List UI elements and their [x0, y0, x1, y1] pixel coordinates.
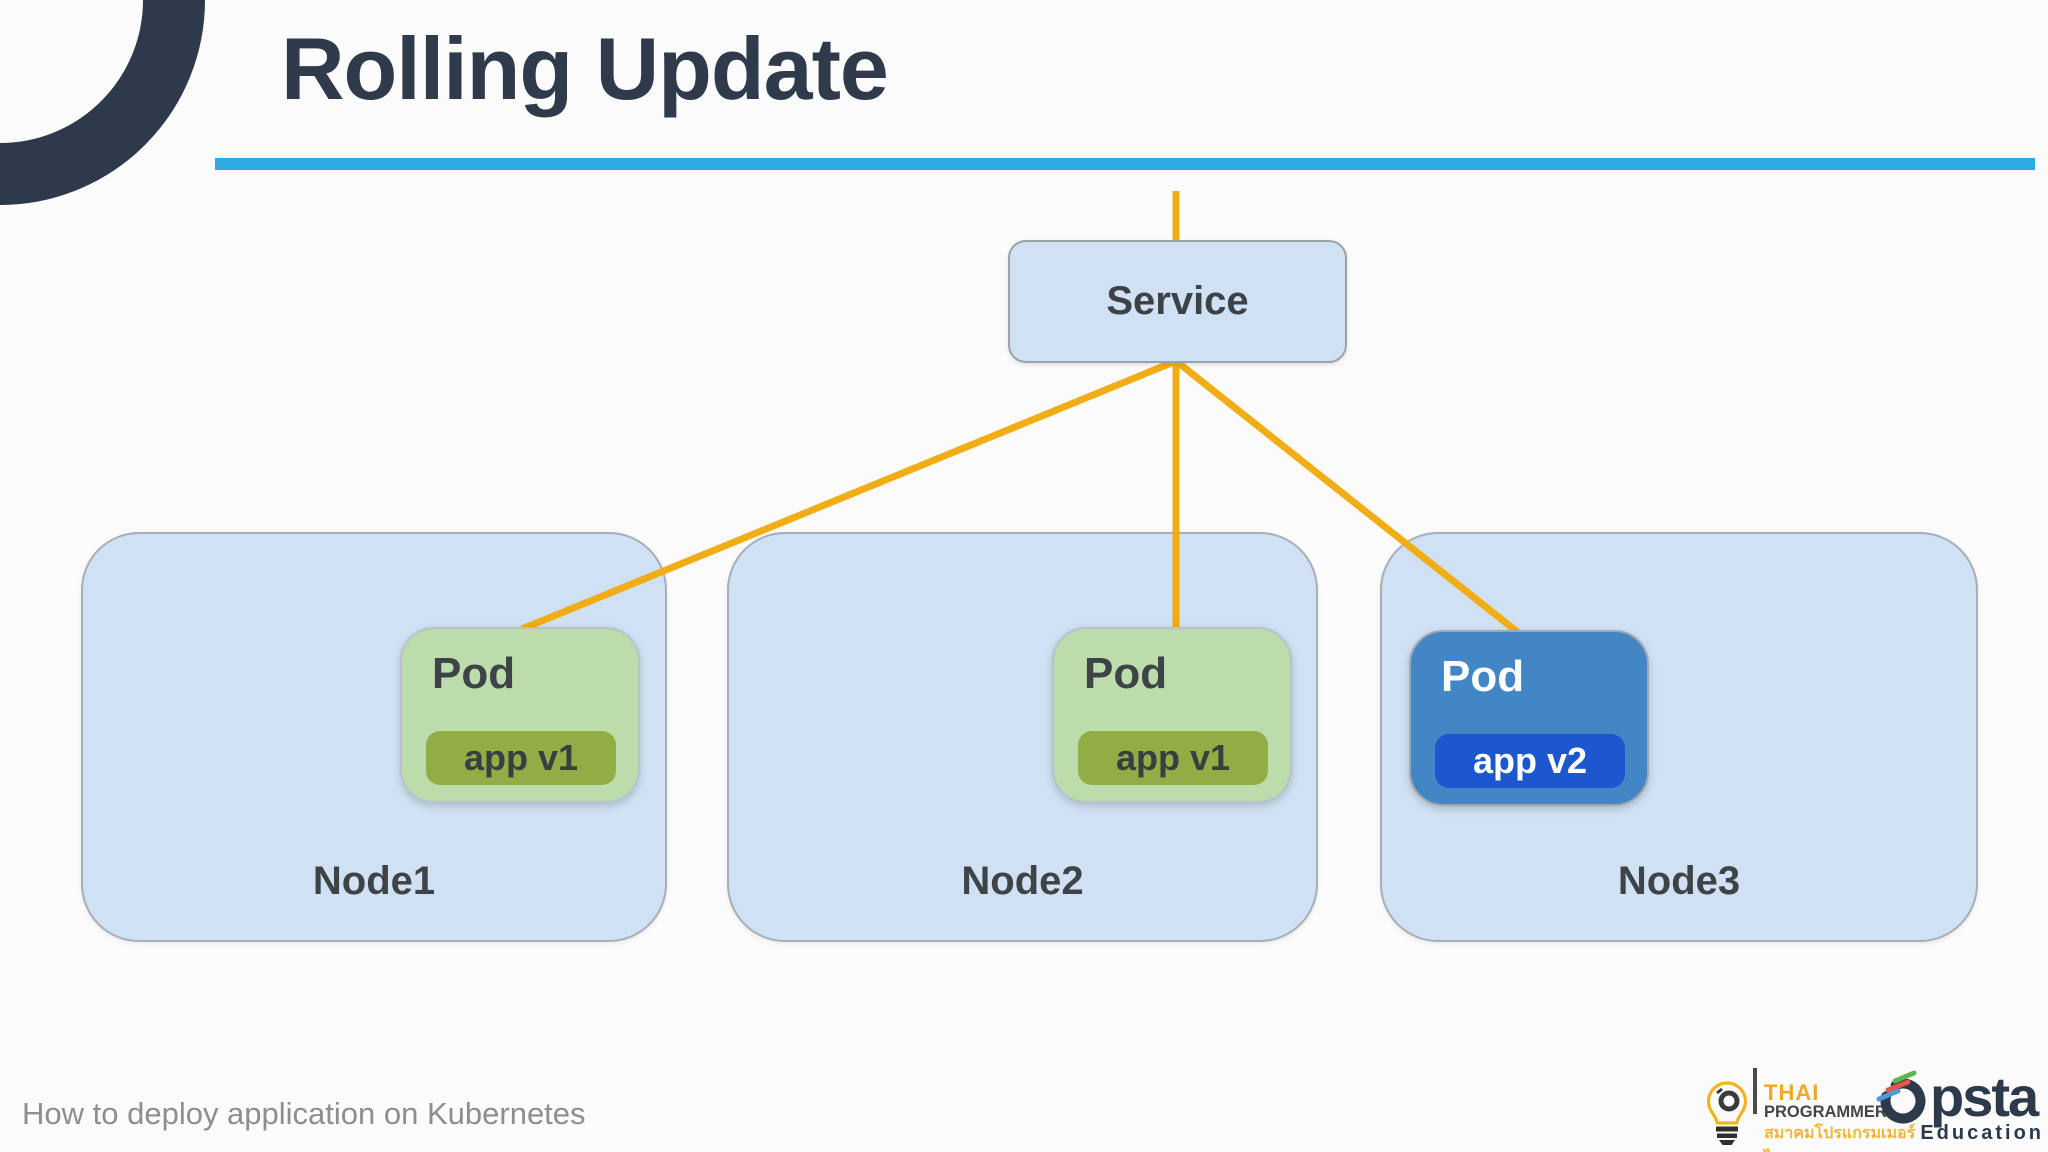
thai-programmer-logo: THAI PROGRAMMER สมาคมโปรแกรมเมอร์ไทย [1700, 1062, 1936, 1152]
opsta-subtitle: Education [1920, 1122, 2044, 1144]
node3-label: Node3 [1617, 859, 1741, 903]
thai-logo-line2: PROGRAMMER [1764, 1103, 1887, 1121]
lightbulb-icon [1706, 1081, 1748, 1145]
opsta-o-icon [1876, 1070, 1926, 1124]
app-v1-box-node2: app v1 [1078, 731, 1268, 785]
service-box: Service [1008, 240, 1347, 363]
connector-service-to-pod3 [1173, 358, 1523, 637]
thai-logo-line3: สมาคมโปรแกรมเมอร์ไทย [1764, 1123, 1916, 1152]
node1-label: Node1 [312, 859, 436, 903]
pod-node1: Pod app v1 [400, 627, 640, 803]
pod-node2-label: Pod [1084, 649, 1168, 698]
opsta-logo: psta Education [1872, 1062, 2048, 1150]
logo-divider [1753, 1068, 1757, 1114]
page-title: Rolling Update [281, 19, 889, 118]
service-label: Service [1106, 279, 1249, 323]
pod-node1-label: Pod [432, 649, 516, 698]
thai-logo-line1: THAI [1764, 1080, 1820, 1105]
pod-node2: Pod app v1 [1052, 627, 1292, 803]
pod-node3-label: Pod [1441, 652, 1525, 701]
title-underline [215, 158, 2035, 170]
pod-node3: Pod app v2 [1409, 630, 1649, 806]
opsta-name: psta [1930, 1065, 2039, 1128]
connector-service-to-pod1 [520, 357, 1178, 633]
node2-label: Node2 [961, 859, 1084, 903]
app-v1-box-node1: app v1 [426, 731, 616, 785]
app-v2-box-node3: app v2 [1435, 734, 1625, 788]
footer-caption: How to deploy application on Kubernetes [22, 1096, 586, 1131]
